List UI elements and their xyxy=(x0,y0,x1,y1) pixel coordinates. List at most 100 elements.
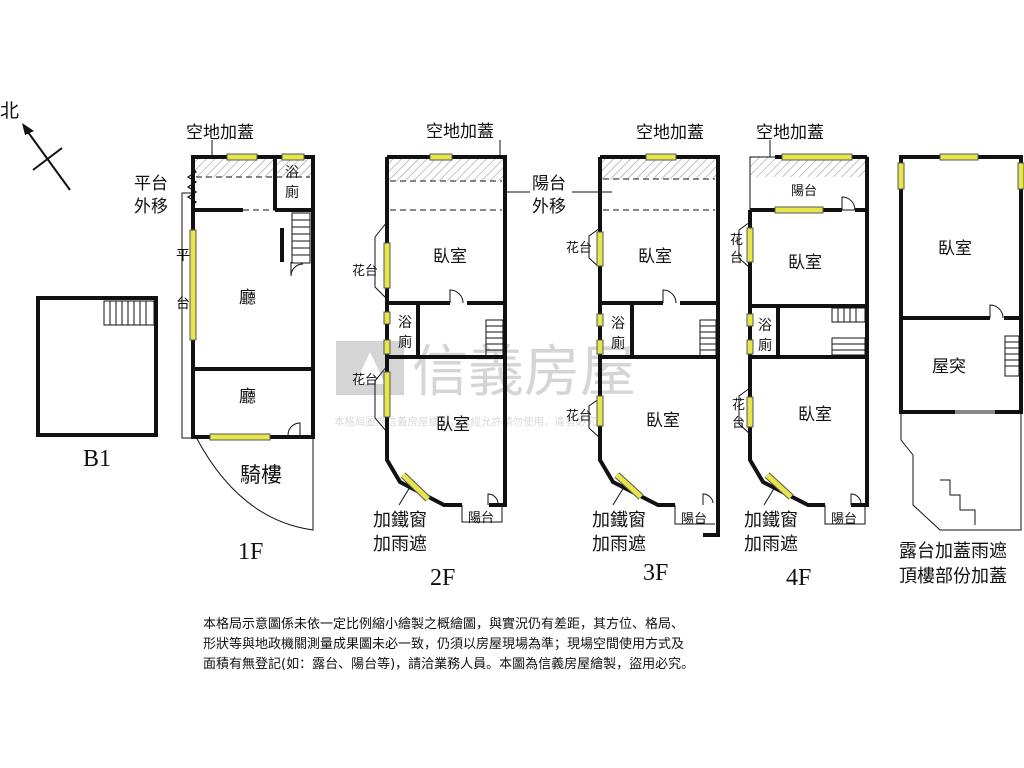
2f-planter-label: 花台 xyxy=(352,263,378,279)
window xyxy=(746,313,754,327)
balcony-shift-line1: 陽台 xyxy=(532,174,566,194)
window xyxy=(596,231,604,267)
1f-label: 1F xyxy=(238,539,263,565)
3f-label: 3F xyxy=(643,560,668,586)
4f-planter2-1: 花 xyxy=(732,397,745,413)
1f-platform-1: 平 xyxy=(176,248,190,264)
4f-stair xyxy=(831,307,866,356)
1f-addition-label: 空地加蓋 xyxy=(186,123,254,143)
watermark-logo xyxy=(336,341,404,395)
3f-bedroom: 臥室 xyxy=(638,247,672,267)
4f-planter-1: 花 xyxy=(730,232,743,248)
4f-addition-label: 空地加蓋 xyxy=(756,123,824,143)
1f-living: 廳 xyxy=(239,288,256,308)
4f-planter xyxy=(738,221,751,269)
2f-balcony-outline xyxy=(461,505,503,523)
window xyxy=(1017,162,1024,190)
3f-bath-2: 廁 xyxy=(611,335,625,352)
4f-bath-2: 廁 xyxy=(758,337,772,354)
2f-planter2 xyxy=(374,365,388,433)
3f-planter xyxy=(588,227,601,269)
1f-arcade: 騎樓 xyxy=(240,463,282,487)
1f-platform-2: 台 xyxy=(176,296,190,312)
2f-planter xyxy=(374,221,388,300)
1f-living2: 廳 xyxy=(239,387,256,407)
window xyxy=(596,395,604,427)
disclaimer: 本格局示意圖係未依一定比例縮小繪製之概繪圖，與實況仍有差距，其方位、格局、 形狀… xyxy=(203,615,843,675)
b1-label: B1 xyxy=(83,446,111,472)
4f-bedroom: 臥室 xyxy=(788,253,822,273)
watermark-fine-print: 本格局圖為信義房屋繪製，未經允許請勿使用，違者必究 xyxy=(334,415,597,428)
4f-balcony-outline xyxy=(824,505,866,525)
4f-bedroom2: 臥室 xyxy=(798,405,832,425)
2f-bath-2: 廁 xyxy=(398,334,412,351)
door-icon xyxy=(290,262,304,277)
roof-bedroom: 臥室 xyxy=(938,239,972,259)
4f-window-note-2: 加雨遮 xyxy=(744,534,798,555)
window xyxy=(645,153,677,161)
north-label: 北 xyxy=(0,100,19,122)
door-icon xyxy=(841,196,856,211)
bay-window xyxy=(615,473,643,499)
window xyxy=(429,153,453,161)
disclaimer-line-2: 形狀等與地政機關測量成果圖未必一致，仍須以房屋現場為準；現場空間使用方式及 xyxy=(203,637,685,652)
3f-planter2-label: 花台 xyxy=(566,408,592,424)
3f-addition-label: 空地加蓋 xyxy=(636,123,704,143)
door-icon xyxy=(287,422,301,437)
floor-3f: 空地加蓋 臥室 臥室 浴 廁 xyxy=(566,123,720,586)
floor-1f: 空地加蓋 平台 外移 浴 廁 廳 xyxy=(134,123,315,565)
floor-2f: 空地加蓋 陽台 外移 xyxy=(352,122,612,591)
floor-b1: B1 xyxy=(36,296,158,472)
3f-bath-1: 浴 xyxy=(611,316,625,332)
3f-balcony: 陽台 xyxy=(681,512,707,527)
1f-bath-1: 浴 xyxy=(285,165,299,181)
arcade-outline xyxy=(195,436,314,531)
4f-label: 4F xyxy=(786,565,811,591)
roof-note-2: 頂樓部份加蓋 xyxy=(899,566,1007,587)
4f-bath-1: 浴 xyxy=(758,318,772,334)
floor-4f: 空地加蓋 xyxy=(730,123,869,591)
window xyxy=(209,433,271,441)
4f-planter2-2: 台 xyxy=(732,416,745,431)
2f-bedroom: 臥室 xyxy=(433,247,467,267)
b1-outline xyxy=(36,296,158,437)
3f-balcony-outline xyxy=(674,505,715,525)
window xyxy=(781,153,853,161)
2f-walls xyxy=(385,155,507,507)
platform-shift-line2: 外移 xyxy=(134,197,168,217)
balcony-shift-line2: 外移 xyxy=(532,197,566,217)
1f-stair xyxy=(291,212,311,264)
bay-window xyxy=(401,473,430,501)
roof-stair-house: 屋突 xyxy=(932,357,966,377)
b1-stair xyxy=(103,300,155,326)
window xyxy=(383,311,391,325)
disclaimer-line-1: 本格局示意圖係未依一定比例縮小繪製之概繪圖，與實況仍有差距，其方位、格局、 xyxy=(203,617,685,632)
2f-balcony: 陽台 xyxy=(468,511,494,526)
4f-planter-2: 台 xyxy=(730,251,743,266)
4f-window-note-1: 加鐵窗 xyxy=(744,510,798,531)
window xyxy=(189,229,197,341)
window xyxy=(774,206,824,214)
window xyxy=(897,162,905,190)
1f-bath-2: 廁 xyxy=(285,184,299,201)
3f-stair xyxy=(699,319,717,357)
2f-planter2-label: 花台 xyxy=(352,372,378,388)
door-icon xyxy=(662,289,677,304)
2f-window-note-2: 加雨遮 xyxy=(373,534,427,555)
window xyxy=(939,153,979,161)
3f-window-note-1: 加鐵窗 xyxy=(592,510,646,531)
2f-bedroom2: 臥室 xyxy=(436,415,470,435)
window xyxy=(746,227,754,263)
north-arrow: 北 xyxy=(0,100,71,191)
4f-balcony: 陽台 xyxy=(831,512,857,527)
4f-planter2 xyxy=(738,387,751,435)
door-icon xyxy=(449,289,464,304)
window xyxy=(596,339,604,355)
window xyxy=(281,153,305,161)
2f-window-note-1: 加鐵窗 xyxy=(373,510,427,531)
2f-addition-label: 空地加蓋 xyxy=(426,122,494,142)
roof-stair xyxy=(1004,335,1020,377)
2f-bath-1: 浴 xyxy=(398,315,412,331)
floor-roof: 臥室 屋突 露台加蓋雨遮 頂樓部份加蓋 xyxy=(897,153,1024,587)
